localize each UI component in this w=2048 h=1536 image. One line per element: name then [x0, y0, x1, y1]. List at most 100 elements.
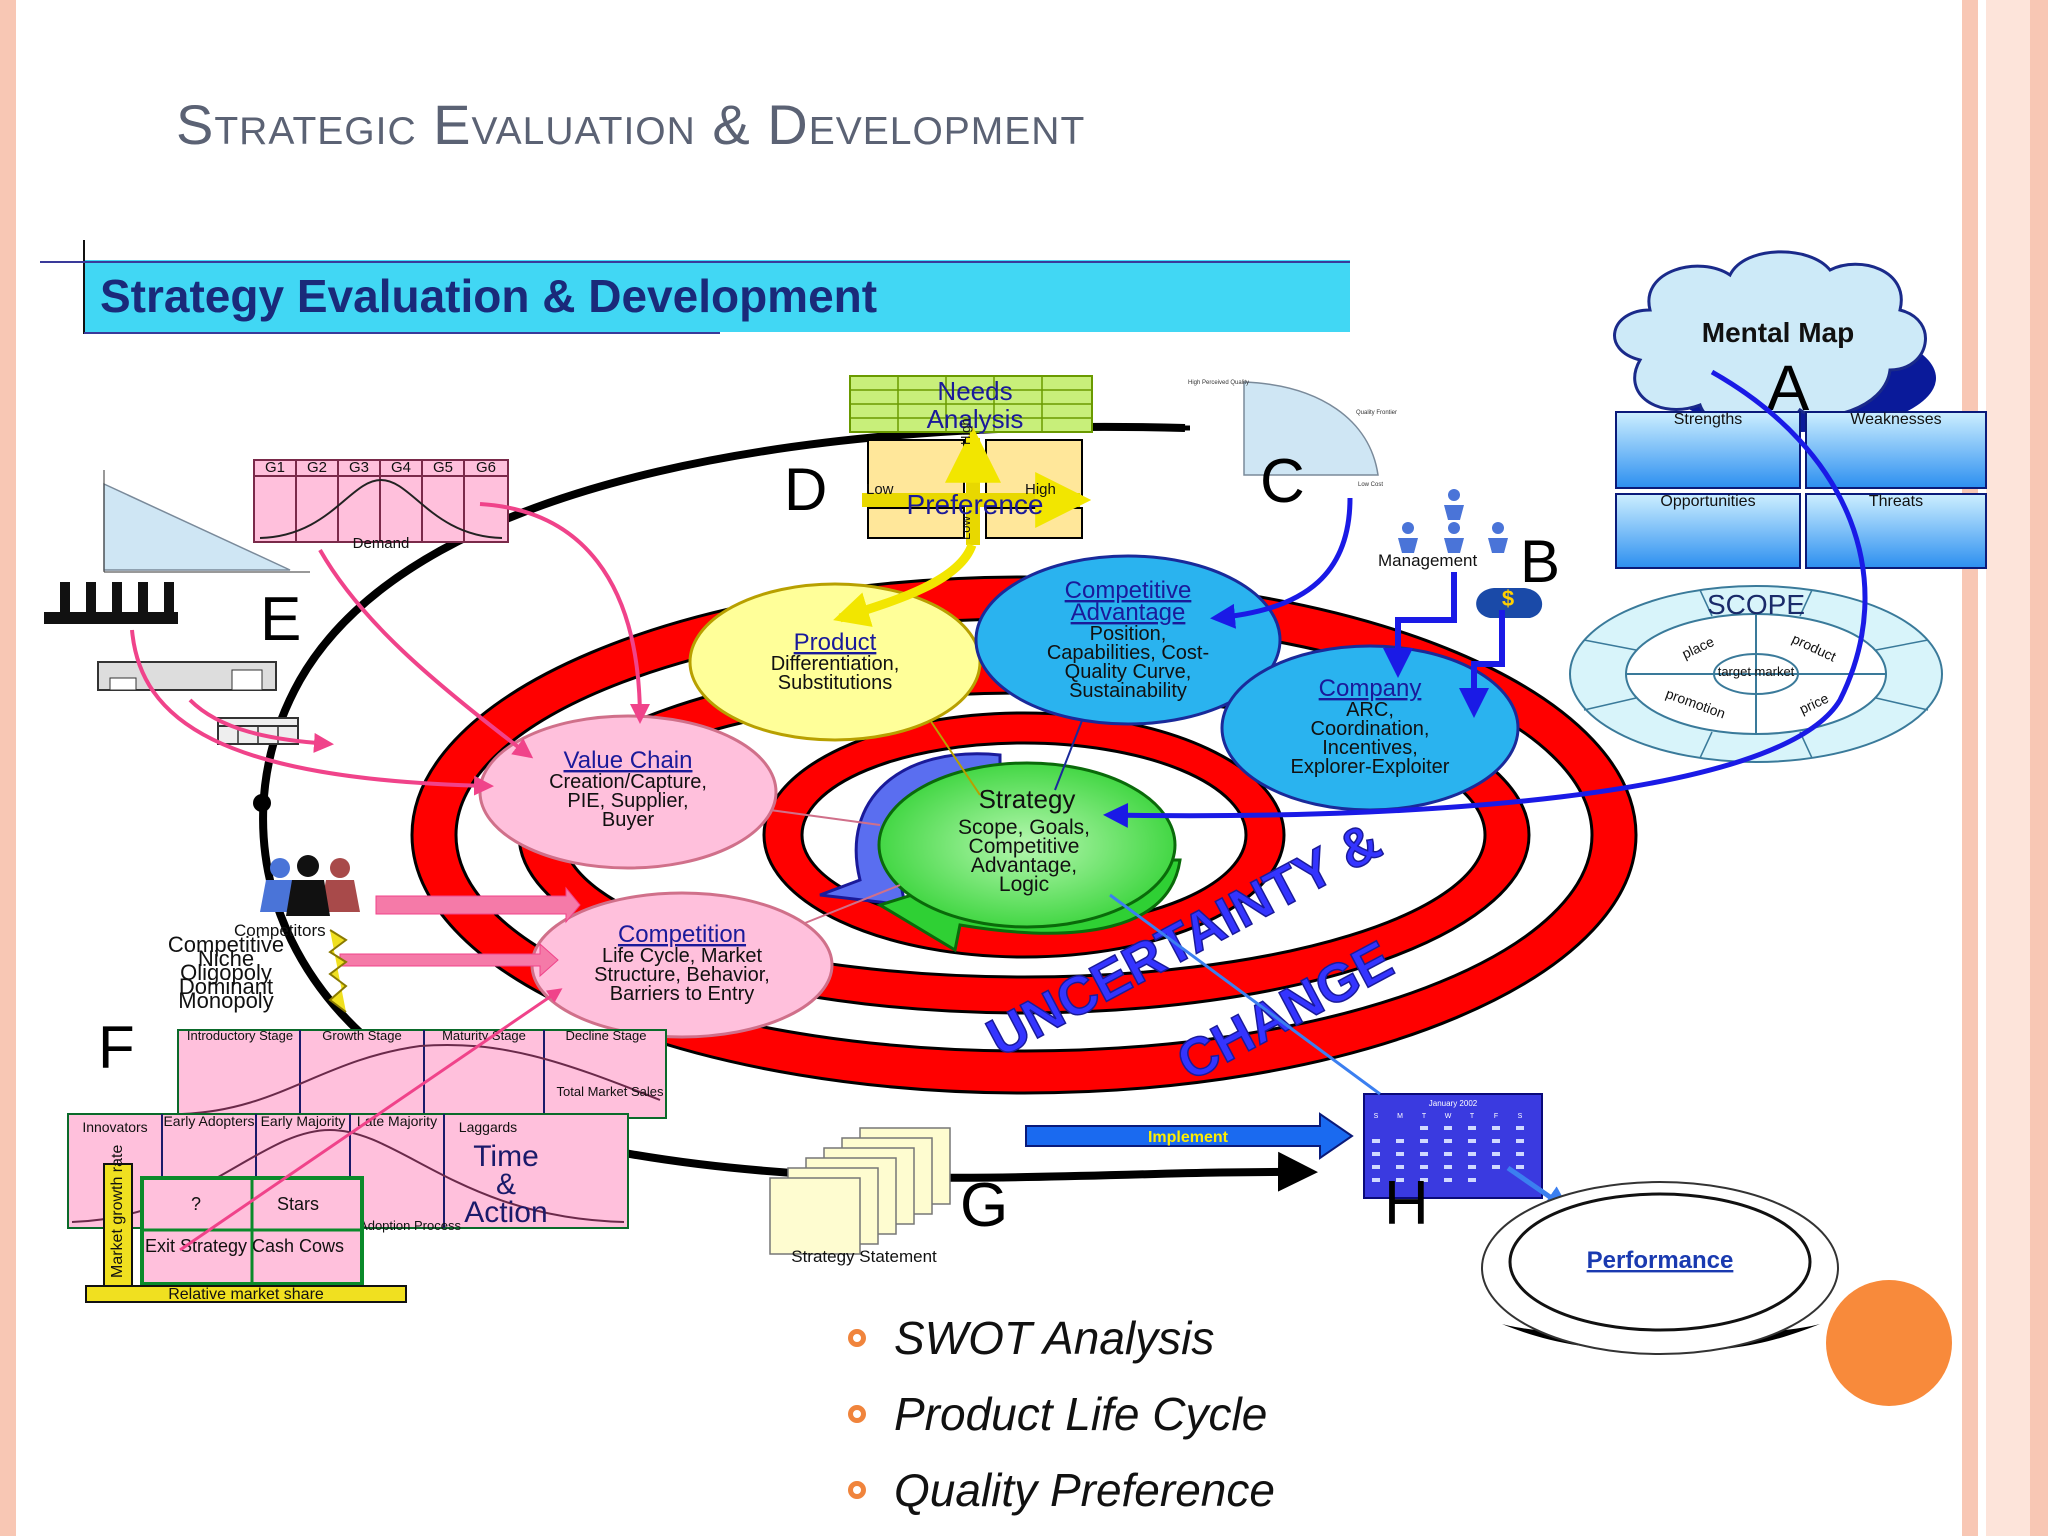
- value-chain-line: Buyer: [602, 809, 655, 831]
- product-line: Substitutions: [778, 672, 893, 694]
- plc-curve: [181, 1043, 661, 1115]
- market-type: Niche: [198, 946, 254, 971]
- swot-strengths-label: Strengths: [1674, 411, 1742, 428]
- bcg-x-axis-label: Relative market share: [168, 1286, 324, 1303]
- warehouse-icon: [97, 661, 277, 691]
- bullet-icon: [848, 1329, 866, 1347]
- calendar-date-cell: [1420, 1165, 1428, 1169]
- preference-low-label: Low: [866, 481, 894, 498]
- right-border-decoration-edge: [2030, 0, 2048, 1536]
- preference-low-vertical: Low: [958, 516, 973, 540]
- calendar-date-cell: [1444, 1152, 1452, 1156]
- product-line: Differentiation,: [771, 653, 900, 675]
- bcg-y-axis-bar: [103, 1163, 133, 1291]
- adoption-group: Early Majority: [261, 1113, 346, 1129]
- calendar-date-cell: [1372, 1139, 1380, 1143]
- implement-label: Implement: [1148, 1129, 1229, 1146]
- bcg-question-mark: ?: [191, 1194, 201, 1214]
- swot-threats: [1805, 493, 1987, 569]
- calendar-weekday: T: [1470, 1113, 1475, 1120]
- calendar-date-cell: [1468, 1152, 1476, 1156]
- management-person-icon: [1398, 489, 1508, 553]
- company-line: Coordination,: [1311, 718, 1430, 740]
- implement-arrow: Implement: [1025, 1112, 1354, 1160]
- calendar-date-cell: [1468, 1178, 1476, 1182]
- market-type: Oligopoly: [180, 960, 272, 985]
- competitive-advantage-line: Sustainability: [1069, 680, 1187, 702]
- calendar-date-cell: [1396, 1165, 1404, 1169]
- calendar-date-cell: [1516, 1139, 1524, 1143]
- swot-weaknesses-label: Weaknesses: [1850, 411, 1941, 428]
- demand-group-label: G4: [391, 459, 411, 476]
- plc-chart: Introductory Stage Growth Stage Maturity…: [177, 1028, 667, 1119]
- factory-to-value-chain-arrow: [130, 629, 494, 796]
- letter-e: E: [260, 585, 301, 654]
- strategy-line: Competitive: [969, 835, 1080, 858]
- management: Management B $: [1378, 489, 1560, 718]
- demand-curve: [259, 478, 503, 539]
- competitors-people-icon: [260, 855, 360, 916]
- plc-stage-label: Growth Stage: [322, 1028, 402, 1043]
- demand-group-label: G2: [307, 459, 327, 476]
- demand-label: Demand: [353, 535, 410, 552]
- competitive-advantage-shape: [974, 554, 1282, 726]
- calendar-month: January 2002: [1429, 1099, 1478, 1108]
- calendar-dates: [1372, 1126, 1524, 1182]
- competition-title: Competition: [618, 921, 746, 948]
- bcg-stars: Stars: [277, 1194, 319, 1214]
- demand-group-label: G3: [349, 459, 369, 476]
- supply-chart: [103, 470, 310, 573]
- bcg-y-axis-label: Market growth rate: [109, 1145, 126, 1278]
- company-line: ARC,: [1346, 699, 1394, 721]
- calendar-date-cell: [1372, 1178, 1380, 1182]
- zigzag-marker: [328, 929, 348, 1013]
- quality-curve-shape: [1243, 381, 1379, 476]
- preference-label: Preference: [907, 489, 1044, 520]
- time-action-label: Action: [464, 1196, 547, 1229]
- competition-bubble: Competition Life Cycle, Market Structure…: [530, 891, 834, 1039]
- bcg-x-axis-bar: [85, 1285, 407, 1303]
- needs-analysis-title: Analysis: [927, 404, 1024, 434]
- calendar-date-cell: [1372, 1152, 1380, 1156]
- demand-chart: G1 G2 G3 G4 G5 G6 Demand: [253, 459, 509, 552]
- implement-arrow-shape: [1025, 1112, 1354, 1160]
- strategy-bubble: [877, 761, 1177, 929]
- strategy-hub: Strategy Scope, Goals, Competitive Advan…: [819, 752, 1182, 953]
- calendar-date-cell: [1372, 1165, 1380, 1169]
- bullet-list: SWOT Analysis Product Life Cycle Quality…: [848, 1300, 1275, 1528]
- calendar-date-cell: [1492, 1126, 1500, 1130]
- swot-opportunities-label: Opportunities: [1660, 493, 1755, 510]
- calendar-background: [1363, 1093, 1543, 1199]
- bullet-text: Product Life Cycle: [894, 1388, 1268, 1440]
- strategy-line: Advantage,: [971, 854, 1077, 877]
- calendar-date-cell: [1492, 1152, 1500, 1156]
- calendar-weekday: T: [1422, 1113, 1427, 1120]
- money-bag-icon: $: [1476, 586, 1543, 618]
- plc-stage-label: Decline Stage: [566, 1028, 647, 1043]
- calendar-date-cell: [1420, 1126, 1428, 1130]
- performance-inner: [1508, 1192, 1812, 1332]
- strategy-statement-label: Strategy Statement: [791, 1247, 937, 1266]
- strategy-statement: Strategy Statement G: [769, 1127, 1008, 1266]
- bullet-item: SWOT Analysis: [848, 1300, 1275, 1376]
- bullet-icon: [848, 1405, 866, 1423]
- bullet-item: Quality Preference: [848, 1452, 1275, 1528]
- connector-line: [929, 719, 981, 796]
- calendar-date-cell: [1396, 1152, 1404, 1156]
- value-chain-line: Creation/Capture,: [549, 771, 707, 793]
- product-title: Product: [794, 629, 877, 656]
- quality-curve-frontier-label: Quality Frontier: [1356, 410, 1397, 416]
- demand-group-label: G1: [265, 459, 285, 476]
- adoption-group: Innovators: [82, 1119, 147, 1135]
- competitive-advantage-bubble: Competitive Advantage Position, Capabili…: [974, 554, 1282, 726]
- competitive-advantage-line: Quality Curve,: [1065, 661, 1192, 683]
- competition-line: Life Cycle, Market: [602, 945, 762, 967]
- connector-line: [799, 884, 901, 926]
- calendar-date-cell: [1396, 1178, 1404, 1182]
- mental-map-to-strategy-arrow: [1103, 369, 1868, 828]
- calendar-date-cell: [1468, 1126, 1476, 1130]
- demand-group-label: G6: [476, 459, 496, 476]
- preference-to-product-arrow: [833, 543, 977, 627]
